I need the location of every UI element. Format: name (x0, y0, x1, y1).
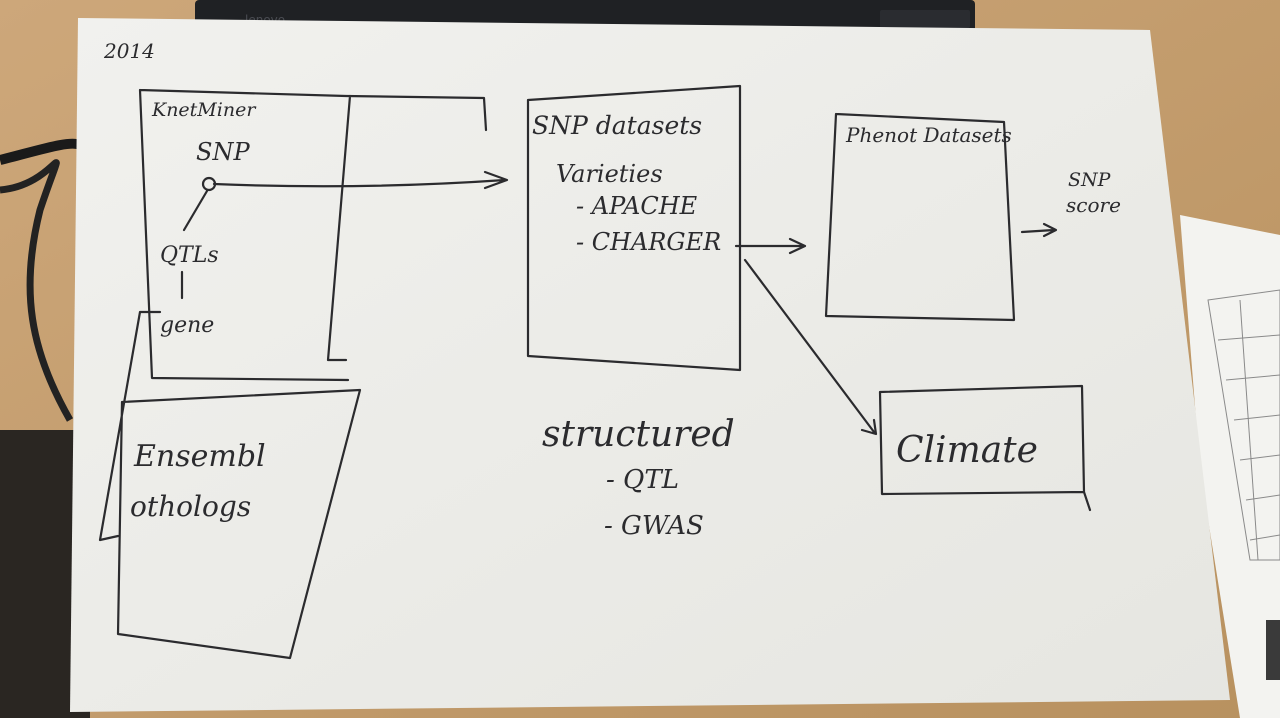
gene-label: gene (160, 313, 214, 338)
cable (0, 138, 83, 165)
ensembl-label: Ensembl (133, 439, 266, 474)
snp-datasets-box (526, 84, 742, 372)
apache-item: - APACHE (576, 192, 698, 220)
snp-to-qtl-line (182, 189, 209, 232)
snp-label: SNP (196, 138, 250, 166)
snp-score-line1: SNP (1068, 169, 1112, 191)
year-note: 2014 (103, 39, 155, 63)
phenot-datasets-box (824, 112, 1016, 322)
climate-box (878, 384, 1092, 512)
knetminer-box (138, 88, 488, 382)
arrow-to-snp-score (1020, 222, 1058, 238)
charger-item: - CHARGER (576, 228, 721, 256)
ensembl-box (98, 310, 362, 660)
snp-score-line2: score (1066, 193, 1121, 217)
structured-gwas-item: - GWAS (604, 511, 704, 541)
printed-sheet (1180, 215, 1280, 718)
laptop-port (880, 10, 970, 28)
climate-label: Climate (896, 430, 1038, 471)
varieties-label: Varieties (556, 160, 663, 188)
arrow-to-climate (743, 258, 878, 436)
phenot-datasets-title: Phenot Datasets (845, 123, 1012, 147)
cable-loop (0, 159, 74, 422)
structured-title: structured (542, 414, 735, 455)
ink-strokes (98, 84, 1092, 660)
snp-datasets-title: SNP datasets (532, 111, 702, 140)
knetminer-title: KnetMiner (151, 99, 257, 121)
orthologs-label: othologs (130, 490, 251, 523)
structured-qtl-item: - QTL (606, 465, 679, 495)
arrow-to-phenot (734, 237, 807, 255)
arrow-snp-to-datasets (212, 170, 509, 190)
qtls-label: QTLs (160, 243, 219, 268)
